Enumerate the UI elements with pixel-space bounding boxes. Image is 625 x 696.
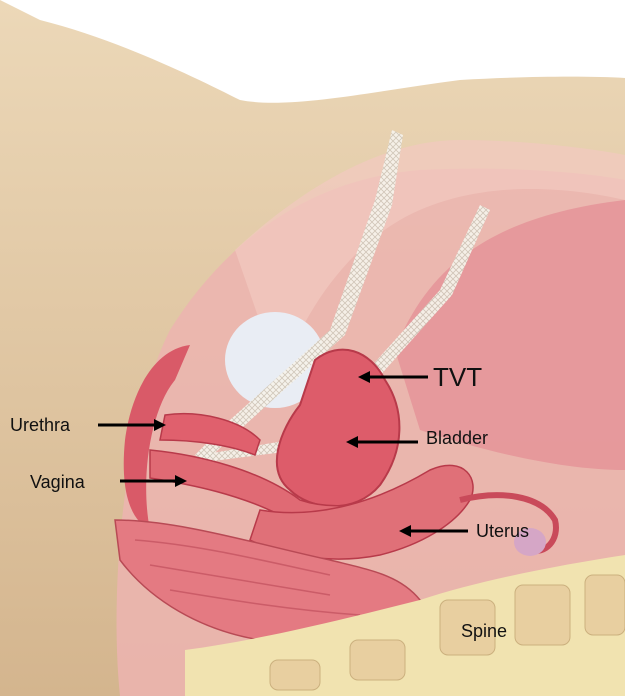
label-urethra: Urethra [10, 416, 70, 434]
label-bladder: Bladder [426, 429, 488, 447]
label-uterus: Uterus [476, 522, 529, 540]
label-tvt: TVT [433, 364, 482, 390]
label-vagina: Vagina [30, 473, 85, 491]
label-spine: Spine [461, 622, 507, 640]
